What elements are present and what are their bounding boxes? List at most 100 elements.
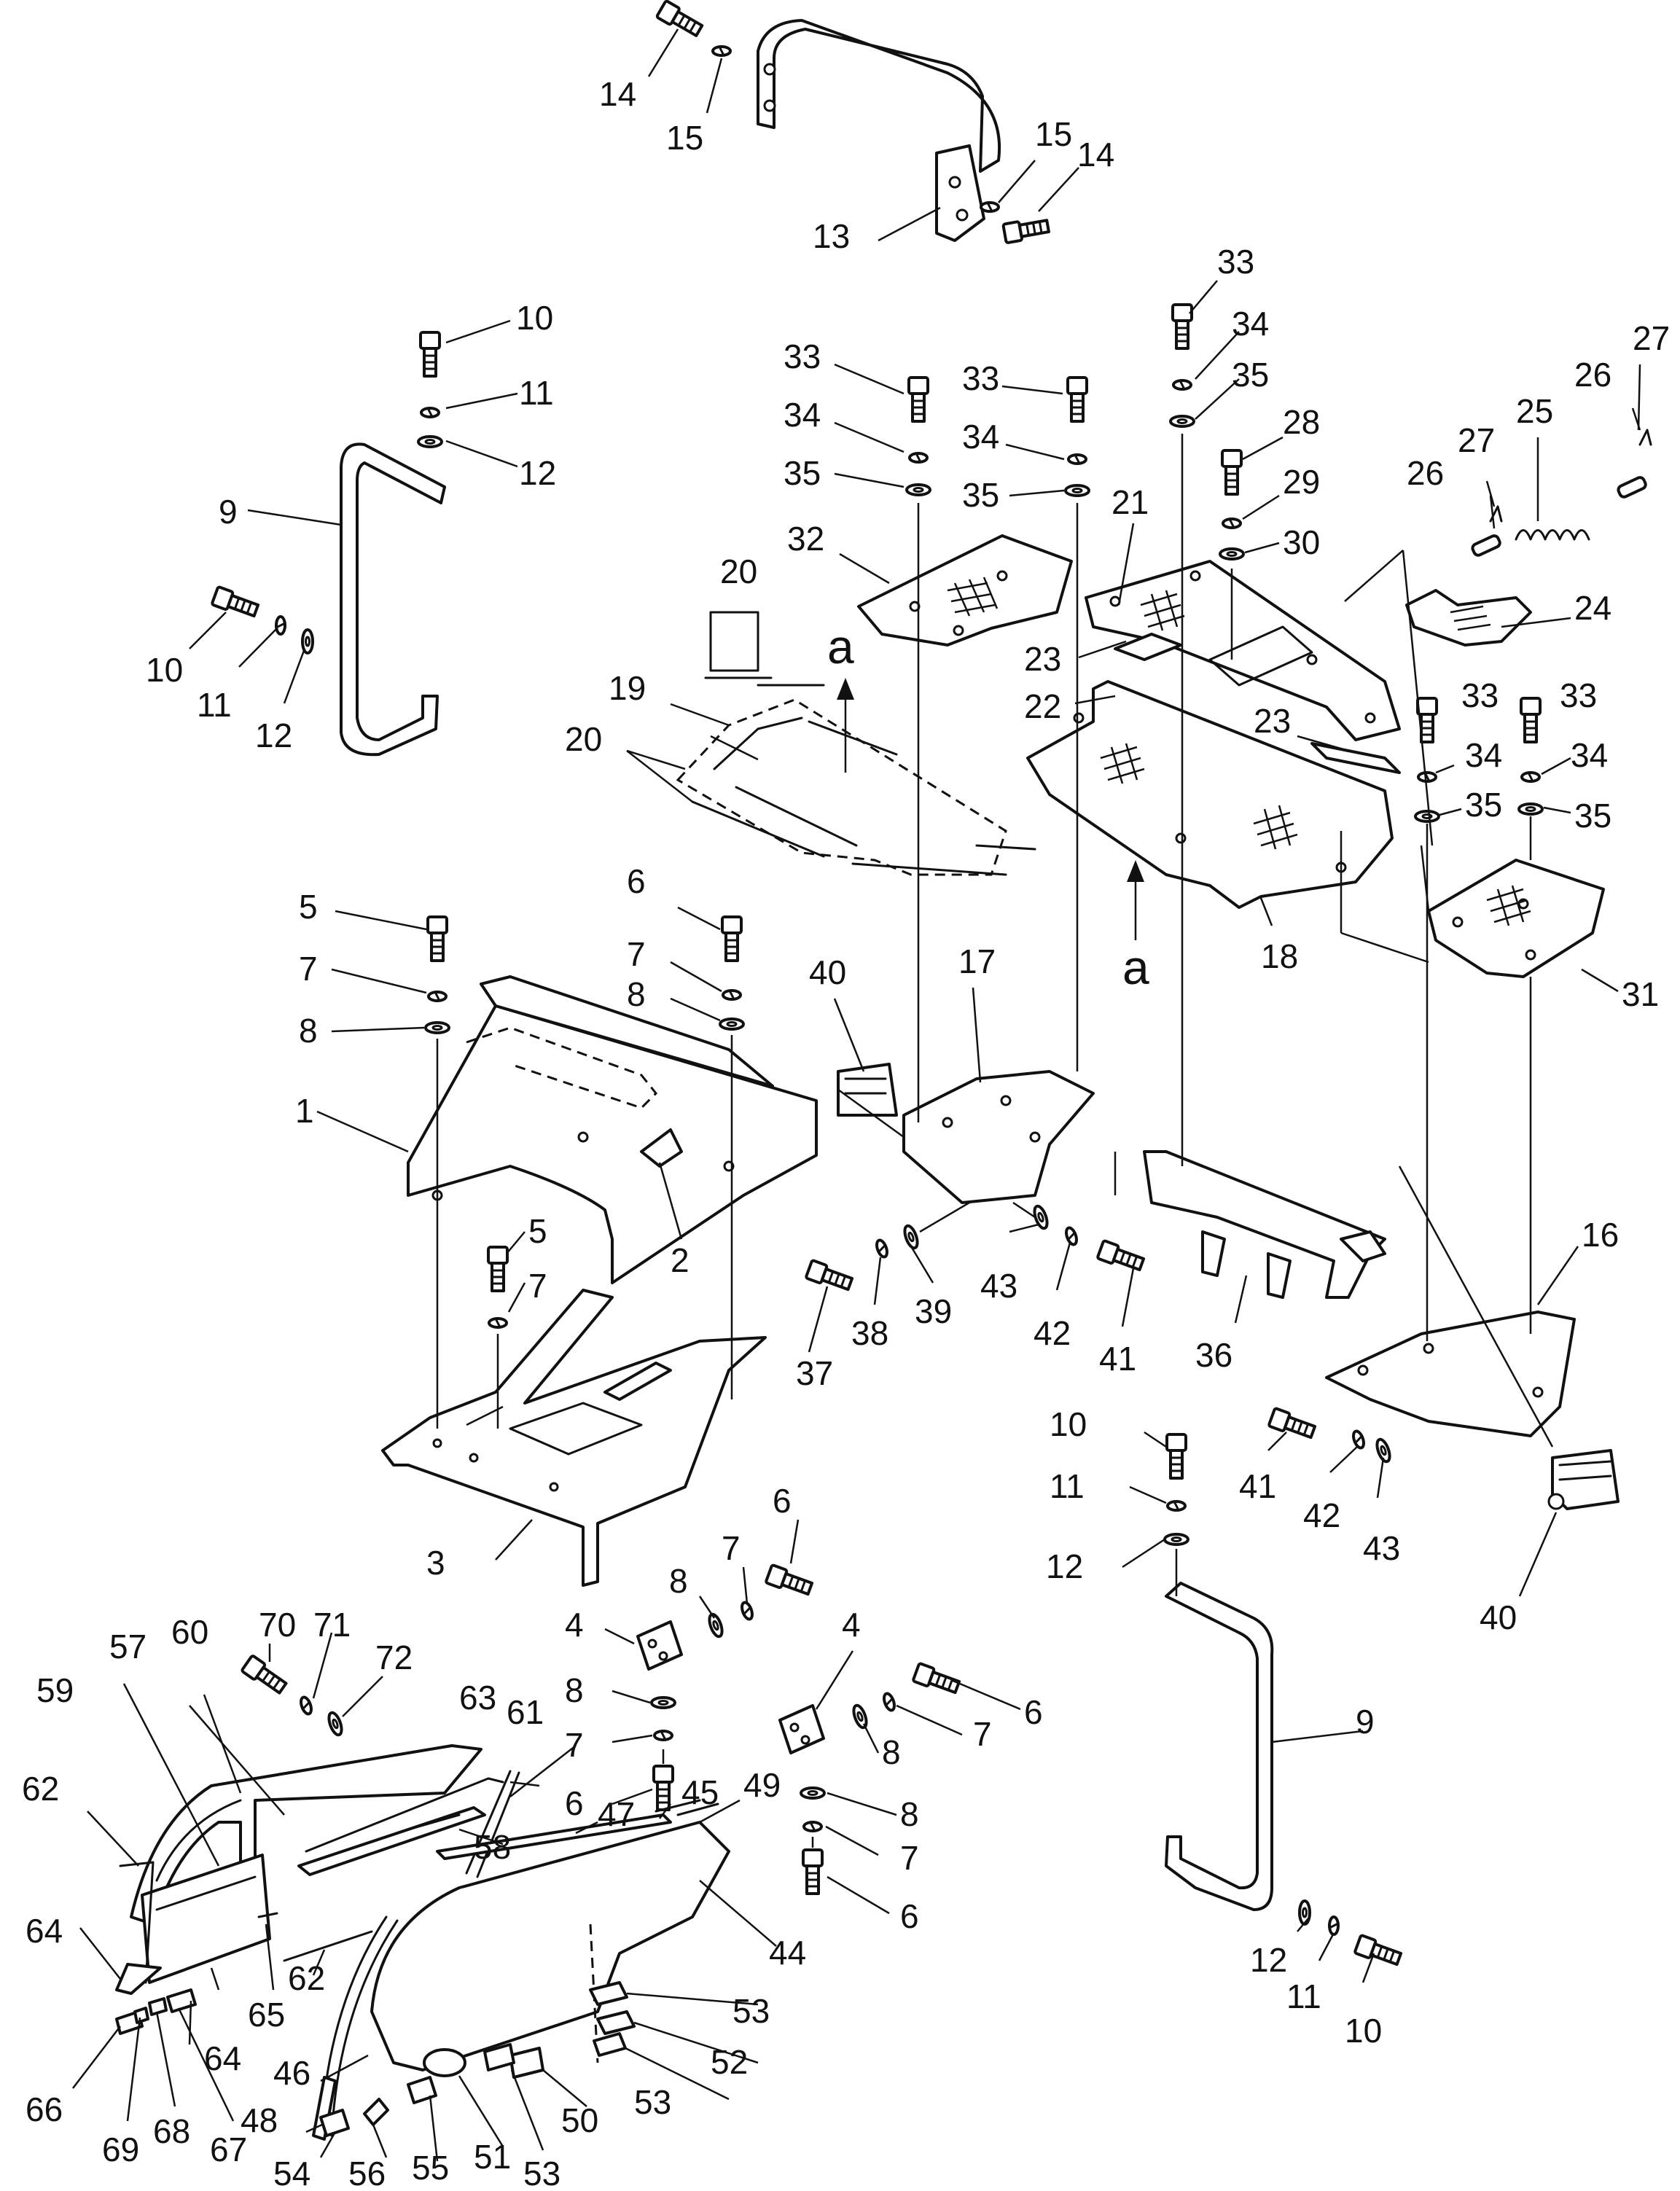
callout-35-a: 35 [784, 454, 821, 492]
callout-8-upper-right: 8 [627, 975, 646, 1013]
callout-50: 50 [561, 2101, 598, 2139]
clip-69 [133, 2007, 149, 2024]
callout-14-top-right: 14 [1077, 136, 1114, 173]
bolt-10-left-side [210, 585, 261, 621]
callout-64-lower: 64 [204, 2039, 241, 2077]
strip-61 [465, 1770, 520, 1878]
callout-12-left-top: 12 [519, 454, 556, 492]
callout-40-left: 40 [809, 953, 846, 991]
bolt-6-right-b [802, 1848, 824, 1895]
rubber-strips-20 [691, 611, 1036, 876]
callout-42-upper: 42 [1034, 1314, 1071, 1352]
bracket-17 [902, 1070, 1095, 1204]
callout-15-top-right: 15 [1035, 115, 1072, 153]
callout-6-lower-a: 6 [565, 1784, 584, 1822]
callout-4-right: 4 [842, 1606, 861, 1644]
callout-63: 63 [459, 1679, 496, 1717]
callout-40-right: 40 [1480, 1598, 1517, 1636]
callout-60: 60 [171, 1613, 208, 1651]
bolt-33-e [1520, 697, 1542, 743]
callout-33-d: 33 [1461, 676, 1499, 714]
washer-8-upper-left [424, 1021, 450, 1034]
clip-53-lower [483, 2043, 515, 2071]
callout-67: 67 [210, 2131, 247, 2168]
rubber-strip-23-lower [1310, 742, 1401, 774]
callout-72: 72 [375, 1639, 413, 1676]
washer-35-a [905, 483, 931, 496]
floor-plate-31 [1427, 859, 1605, 978]
cover-1 [407, 975, 818, 1284]
pin-26-left [1471, 534, 1501, 557]
seal-62-upper [119, 1861, 155, 1984]
callout-11-right-side: 11 [1286, 1977, 1321, 2015]
assembly-lines [436, 434, 1554, 1848]
callout-59: 59 [36, 1671, 74, 1709]
strip-63 [305, 1777, 504, 1853]
callout-labels: 14 15 13 15 14 10 11 12 9 10 11 12 33 34… [22, 75, 1670, 2191]
washer-7-upper-right [722, 989, 742, 1001]
callout-69: 69 [102, 2131, 139, 2168]
fender-57 [130, 1744, 482, 1926]
washer-7-mid [738, 1599, 756, 1622]
handrail-9-right [1165, 1582, 1274, 1911]
washer-38 [873, 1237, 891, 1260]
bolt-6-right-a [911, 1661, 962, 1698]
callout-33-c: 33 [1217, 243, 1254, 281]
callout-18: 18 [1261, 937, 1298, 975]
washer-30 [1219, 547, 1245, 561]
washer-12-right-top [1163, 1533, 1189, 1546]
bolt-6-lower-a [652, 1765, 674, 1811]
callout-8-mid: 8 [669, 1562, 688, 1600]
callout-28: 28 [1283, 403, 1320, 441]
callout-58: 58 [474, 1828, 511, 1866]
callout-53-mid: 53 [634, 2083, 671, 2121]
bolt-5-upper [426, 915, 448, 962]
washer-39 [900, 1222, 922, 1251]
washer-42-upper [1063, 1225, 1080, 1248]
callout-53-lower: 53 [523, 2155, 560, 2191]
callout-10-left-top: 10 [516, 299, 553, 337]
callout-65: 65 [248, 1996, 285, 2034]
callout-61: 61 [507, 1693, 544, 1731]
callout-5-lower: 5 [528, 1212, 547, 1250]
washer-11-right-side [1328, 1915, 1340, 1936]
callout-46: 46 [273, 2054, 310, 2092]
callout-26-right: 26 [1574, 356, 1611, 394]
callout-45: 45 [681, 1773, 719, 1811]
washer-35-c [1169, 415, 1195, 428]
bolt-41-upper [1095, 1238, 1146, 1275]
bolt-70 [240, 1653, 290, 1698]
strip-65 [257, 1912, 278, 1918]
washer-12-left-top [417, 435, 443, 448]
callout-56: 56 [348, 2155, 386, 2191]
clip-51 [423, 2048, 466, 2077]
floor-plate-32 [857, 534, 1073, 647]
clip-56 [363, 2098, 389, 2126]
callout-33-e: 33 [1560, 676, 1597, 714]
bracket-40-right [1547, 1449, 1620, 1510]
seal-64 [115, 1963, 162, 1995]
bracket-16 [1325, 1311, 1576, 1437]
washer-29 [1222, 518, 1242, 529]
washer-35-d [1414, 810, 1440, 823]
washer-34-b [1067, 453, 1087, 465]
callout-54: 54 [273, 2155, 310, 2191]
clip-54 [319, 2109, 350, 2137]
callout-10-left-side: 10 [146, 651, 183, 689]
callout-35-d: 35 [1465, 786, 1502, 824]
washer-8-upper-right [719, 1018, 745, 1031]
washer-72 [324, 1709, 346, 1738]
bolt-33-c [1171, 303, 1193, 350]
callout-42-lower: 42 [1303, 1496, 1340, 1534]
callout-20-left: 20 [565, 720, 602, 758]
bracket-4-left [636, 1620, 683, 1671]
callout-21: 21 [1111, 483, 1149, 521]
washer-15-top-left [711, 45, 732, 57]
bolt-6-upper [721, 915, 743, 962]
callout-34-c: 34 [1232, 305, 1269, 343]
callout-55: 55 [412, 2149, 449, 2187]
callout-34-b: 34 [962, 418, 999, 456]
callout-7-lower-a: 7 [565, 1726, 584, 1764]
washer-8-right-a [849, 1702, 871, 1731]
bolt-5-lower [487, 1246, 509, 1292]
